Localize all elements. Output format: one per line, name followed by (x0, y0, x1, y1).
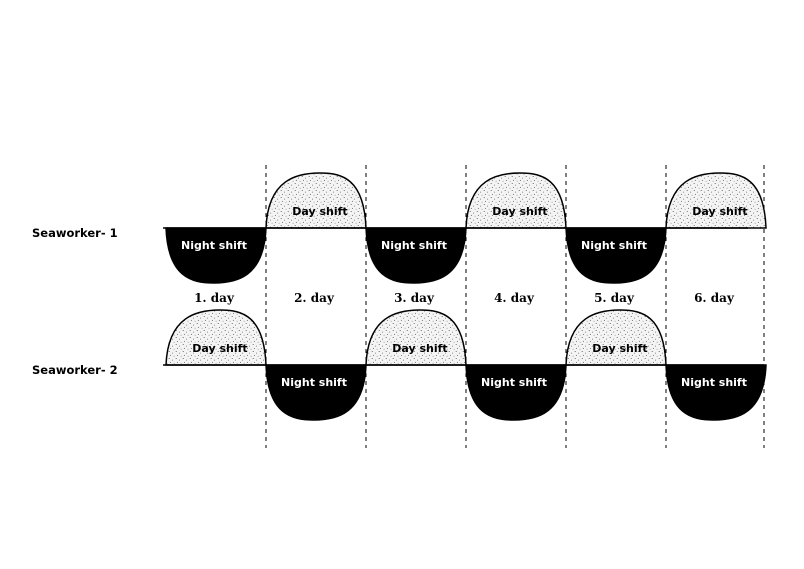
night-shift-shape (365, 227, 467, 284)
day-shift-shape (465, 172, 567, 229)
day-shift-label: Day shift (492, 205, 547, 218)
day-shift-label: Day shift (192, 342, 247, 355)
night-shift-label: Night shift (581, 239, 647, 252)
night-shift-block: Night shift (565, 227, 667, 284)
day-shift-shape (565, 309, 667, 366)
night-shift-block: Night shift (365, 227, 467, 284)
night-shift-shape (265, 364, 367, 421)
day-shift-shape (665, 172, 767, 229)
day-label: 4. day (494, 291, 535, 305)
day-shift-block: Day shift (365, 309, 467, 366)
worker-label: Seaworker- 1 (32, 226, 118, 240)
day-label: 6. day (694, 291, 735, 305)
night-shift-shape (165, 227, 267, 284)
day-label: 1. day (194, 291, 235, 305)
night-shift-shape (565, 227, 667, 284)
day-shift-label: Day shift (592, 342, 647, 355)
day-shift-block: Day shift (265, 172, 367, 229)
worker-label: Seaworker- 2 (32, 363, 118, 377)
night-shift-shape (665, 364, 767, 421)
day-shift-label: Day shift (392, 342, 447, 355)
day-label: 3. day (394, 291, 435, 305)
day-shift-label: Day shift (692, 205, 747, 218)
day-shift-block: Day shift (565, 309, 667, 366)
day-label: 5. day (594, 291, 635, 305)
day-dividers (265, 165, 765, 448)
day-shift-block: Day shift (465, 172, 567, 229)
night-shift-block: Night shift (165, 227, 267, 284)
day-shift-block: Day shift (165, 309, 267, 366)
night-shift-label: Night shift (681, 376, 747, 389)
night-shift-block: Night shift (465, 364, 567, 421)
night-shift-block: Night shift (265, 364, 367, 421)
day-shift-shape (365, 309, 467, 366)
night-shift-block: Night shift (665, 364, 767, 421)
night-shift-label: Night shift (381, 239, 447, 252)
day-shift-shape (165, 309, 267, 366)
night-shift-label: Night shift (181, 239, 247, 252)
night-shift-shape (465, 364, 567, 421)
day-shift-block: Day shift (665, 172, 767, 229)
day-labels: 1. day 2. day 3. day 4. day 5. day 6. day (194, 291, 735, 305)
day-shift-shape (265, 172, 367, 229)
night-shift-label: Night shift (481, 376, 547, 389)
day-label: 2. day (294, 291, 335, 305)
night-shift-label: Night shift (281, 376, 347, 389)
day-shift-label: Day shift (292, 205, 347, 218)
